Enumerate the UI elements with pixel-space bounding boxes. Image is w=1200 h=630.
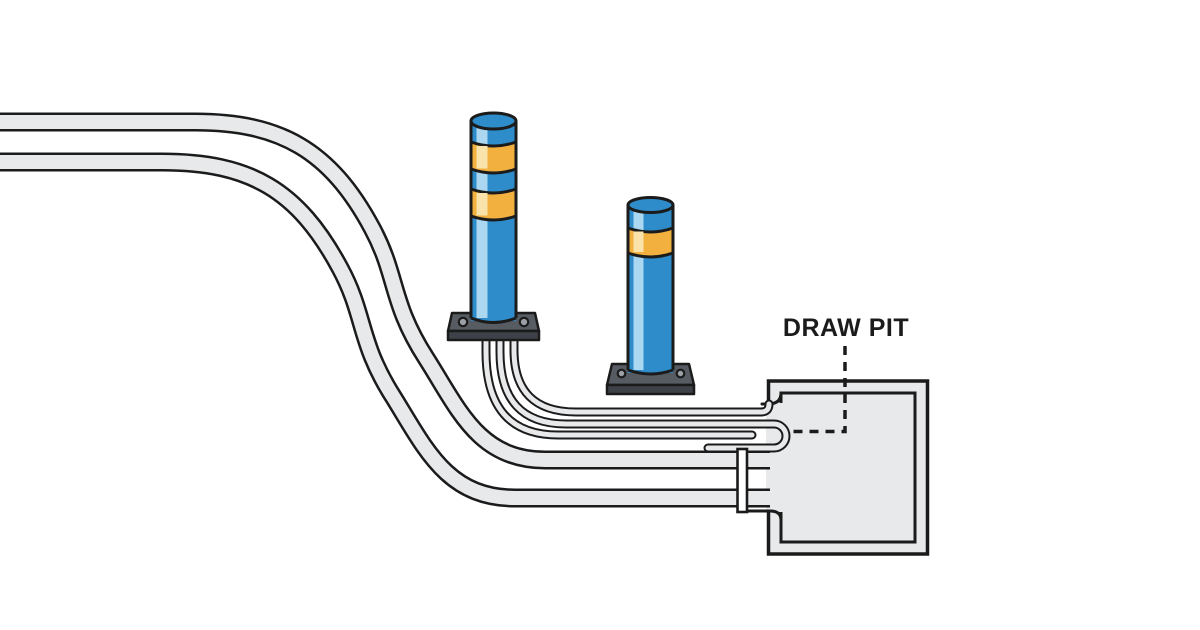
bollard-tall-top-cap: [469, 111, 518, 131]
bollard-tall-band-1-highlight: [476, 146, 488, 169]
draw-pit-callout: DRAW PIT: [783, 314, 909, 434]
bollard-tall: [446, 111, 541, 342]
wall-opening-bottom-edge: [746, 509, 783, 544]
draw-pit-label: DRAW PIT: [783, 314, 909, 342]
bollard-tall-bolt-right: [518, 316, 530, 328]
bollard-short-base-front: [605, 383, 696, 396]
cable-3-body: [483, 327, 755, 438]
duct-2: [0, 152, 772, 508]
bollard-short: [605, 196, 696, 396]
bollard-tall-bolt-left: [457, 316, 469, 328]
bollard-tall-band-2-highlight: [476, 193, 488, 216]
duct-1-body: [0, 115, 772, 467]
draw-pit: [746, 379, 930, 556]
bollard-short-band-1-highlight: [633, 231, 644, 252]
bollard-short-bolt-left: [616, 368, 627, 379]
draw-pit-leader-line: [793, 346, 847, 434]
cable-group: [481, 325, 791, 453]
bollard-short-bolt-right: [675, 368, 686, 379]
cable-1-body: [511, 327, 772, 415]
bollard-short-bottom-edge: [627, 368, 674, 376]
duct-1: [0, 112, 772, 470]
bollard-short-side-outline: [626, 205, 675, 370]
bollard-tall-highlight: [476, 127, 488, 318]
bollard-short-highlight: [633, 211, 644, 370]
bollard-tall-base-front: [446, 329, 541, 342]
bollard-short-top-cap: [626, 196, 675, 214]
duct-end-flange: [736, 447, 749, 514]
bollard-tall-side-outline: [469, 121, 518, 318]
cable-2-body: [497, 327, 789, 451]
duct-2-body: [0, 155, 772, 505]
draw-pit-outer-wall: [766, 379, 930, 556]
bollard-tall-bottom-edge: [470, 316, 517, 324]
